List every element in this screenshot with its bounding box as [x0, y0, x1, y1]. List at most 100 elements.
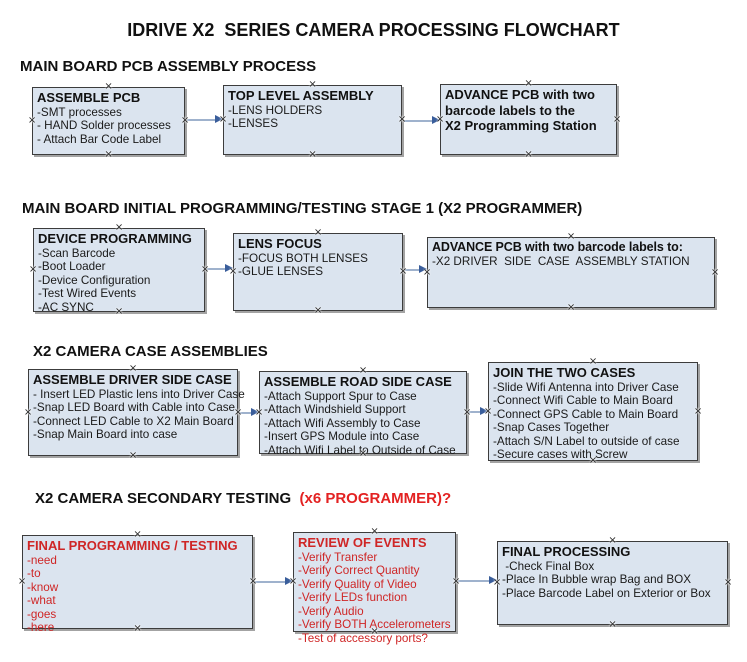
flow-box-device-programming[interactable]: DEVICE PROGRAMMING-Scan Barcode-Boot Loa…	[29, 223, 209, 317]
section-heading-case-assemblies: X2 CAMERA CASE ASSEMBLIES	[33, 343, 268, 360]
flow-box-assemble-road-side-case[interactable]: ASSEMBLE ROAD SIDE CASE-Attach Support S…	[255, 366, 471, 459]
connection-point-icon: ×	[608, 619, 617, 630]
box-item: -Attach Windshield Support	[264, 403, 406, 417]
connection-point-icon: ×	[710, 266, 720, 278]
box-item: -Snap Cases Together	[493, 421, 610, 435]
arrow-head-icon	[489, 576, 497, 584]
box-item: -need	[27, 553, 57, 567]
box-item: -goes	[27, 607, 57, 621]
box-item: -Place Barcode Label on Exterior or Box	[502, 586, 711, 600]
flow-box-advance-pcb-programming-station[interactable]: ADVANCE PCB with two barcode labels to t…	[436, 79, 621, 160]
flow-box-review-of-events[interactable]: REVIEW OF EVENTS-Verify Transfer-Verify …	[289, 527, 460, 645]
arrow-review-to-finalproc	[456, 576, 497, 585]
box-item: -Device Configuration	[38, 273, 151, 287]
arrow-shaft	[403, 268, 423, 271]
box-item: -LENSES	[228, 117, 279, 131]
box-item: -Slide Wifi Antenna into Driver Case	[493, 380, 679, 394]
box-item: -AC SYNC	[38, 300, 94, 314]
connection-point-icon: ×	[693, 405, 703, 417]
connection-point-icon: ×	[28, 264, 38, 275]
connection-point-icon: ×	[723, 577, 733, 588]
connection-point-icon: ×	[23, 406, 33, 418]
connection-point-icon: ×	[128, 450, 138, 461]
box-item: -Snap LED Board with Cable into Case	[33, 401, 236, 415]
arrow-shaft	[205, 267, 229, 270]
box-item: -SMT processes	[37, 105, 122, 119]
arrow-head-icon	[215, 115, 223, 123]
flow-box-lens-focus[interactable]: LENS FOCUS-FOCUS BOTH LENSES-GLUE LENSES…	[229, 228, 407, 316]
arrow-head-icon	[285, 577, 293, 585]
flow-box-final-processing[interactable]: FINAL PROCESSING -Check Final Box-Place …	[493, 536, 732, 630]
arrow-shaft	[186, 118, 219, 121]
box-title: DEVICE PROGRAMMING	[38, 231, 192, 246]
box-item: - HAND Solder processes	[37, 119, 171, 133]
box-title: ADVANCE PCB with two barcode labels to:	[432, 240, 683, 254]
arrow-head-icon	[419, 265, 427, 273]
arrow-finalprog-to-review	[253, 577, 293, 586]
box-item: -GLUE LENSES	[238, 265, 324, 279]
box-item: -Connect LED Cable to X2 Main Board	[33, 414, 234, 428]
box-title: LENS FOCUS	[238, 236, 322, 251]
box-item: -here	[27, 621, 55, 635]
flow-box-final-programming-testing[interactable]: FINAL PROGRAMMING / TESTING-need-to-know…	[18, 530, 257, 635]
arrow-shaft	[253, 580, 289, 583]
connection-point-icon: ×	[17, 576, 27, 587]
flow-box-assemble-pcb[interactable]: ASSEMBLE PCB-SMT processes- HAND Solder …	[28, 82, 189, 160]
flow-box-join-the-two-cases[interactable]: JOIN THE TWO CASES-Slide Wifi Antenna in…	[484, 357, 702, 466]
box-item: -Verify Correct Quantity	[298, 564, 420, 578]
box-item: -to	[27, 567, 41, 581]
box-item: -Attach Support Spur to Case	[264, 389, 417, 403]
box-title: JOIN THE TWO CASES	[493, 365, 636, 380]
connection-point-icon: ×	[612, 113, 622, 125]
box-item: -Insert GPS Module into Case	[264, 430, 420, 444]
box-item: -Test of accessory ports?	[298, 631, 428, 645]
page-title: IDRIVE X2 SERIES CAMERA PROCESSING FLOWC…	[127, 20, 620, 40]
box-item: -Attach Wifi Label to Outside of Case	[264, 443, 456, 457]
box-title: ASSEMBLE PCB	[37, 90, 141, 105]
section-heading-secondary-testing-text: X2 CAMERA SECONDARY TESTING	[35, 490, 292, 507]
section-heading-initial-programming: MAIN BOARD INITIAL PROGRAMMING/TESTING S…	[22, 200, 583, 217]
box-item: -Attach S/N Label to outside of case	[493, 434, 680, 448]
arrow-driverside-to-roadside	[238, 408, 259, 417]
flow-box-top-level-assembly[interactable]: TOP LEVEL ASSEMBLY-LENS HOLDERS-LENSES××…	[219, 80, 406, 160]
arrow-assemble-to-toplevel	[186, 115, 223, 124]
box-item: -Verify BOTH Accelerometers	[298, 618, 451, 632]
section-heading-programmer-question: (x6 PROGRAMMER)?	[291, 490, 452, 507]
flow-box-assemble-driver-side-case[interactable]: ASSEMBLE DRIVER SIDE CASE- Insert LED Pl…	[24, 364, 245, 461]
box-item: -Snap Main Board into case	[33, 428, 178, 442]
box-item: -Place In Bubble wrap Bag and BOX	[502, 573, 692, 587]
box-title: FINAL PROCESSING	[502, 544, 631, 559]
arrow-toplevel-to-advance	[402, 116, 440, 125]
arrow-shaft	[238, 411, 255, 414]
arrow-head-icon	[251, 408, 259, 416]
box-item: -Test Wired Events	[38, 287, 137, 301]
box-item: -Verify Transfer	[298, 550, 378, 564]
box-item: -Attach Wifi Assembly to Case	[264, 416, 421, 430]
arrow-shaft	[456, 579, 493, 582]
box-title: FINAL PROGRAMMING / TESTING	[27, 538, 238, 553]
arrow-roadside-to-join	[467, 407, 488, 416]
flow-box-advance-pcb-driver-side[interactable]: ADVANCE PCB with two barcode labels to:-…	[423, 232, 719, 313]
box-item: - Insert LED Plastic lens into Driver Ca…	[33, 387, 245, 401]
box-item: -Verify Audio	[298, 604, 364, 618]
connection-point-icon: ×	[566, 302, 576, 313]
box-item: -Verify Quality of Video	[298, 577, 417, 591]
arrow-head-icon	[432, 116, 440, 124]
connection-point-icon: ×	[308, 149, 317, 160]
box-item: -Boot Loader	[38, 260, 106, 274]
box-item: -Scan Barcode	[38, 246, 116, 260]
section-heading-secondary-testing: X2 CAMERA SECONDARY TESTING (x6 PROGRAMM…	[35, 490, 451, 507]
arrow-shaft	[467, 410, 484, 413]
arrow-head-icon	[480, 407, 488, 415]
connection-point-icon: ×	[313, 305, 323, 316]
arrow-head-icon	[225, 264, 233, 272]
box-item: -Connect GPS Cable to Main Board	[493, 407, 679, 421]
arrow-device-to-lensfocus	[205, 264, 233, 273]
box-item: -Secure cases with Screw	[493, 448, 628, 462]
connection-point-icon: ×	[104, 149, 113, 160]
box-item: -LENS HOLDERS	[228, 103, 323, 117]
box-title: REVIEW OF EVENTS	[298, 535, 427, 550]
box-item: -Check Final Box	[502, 559, 595, 573]
box-item: -what	[27, 594, 56, 608]
